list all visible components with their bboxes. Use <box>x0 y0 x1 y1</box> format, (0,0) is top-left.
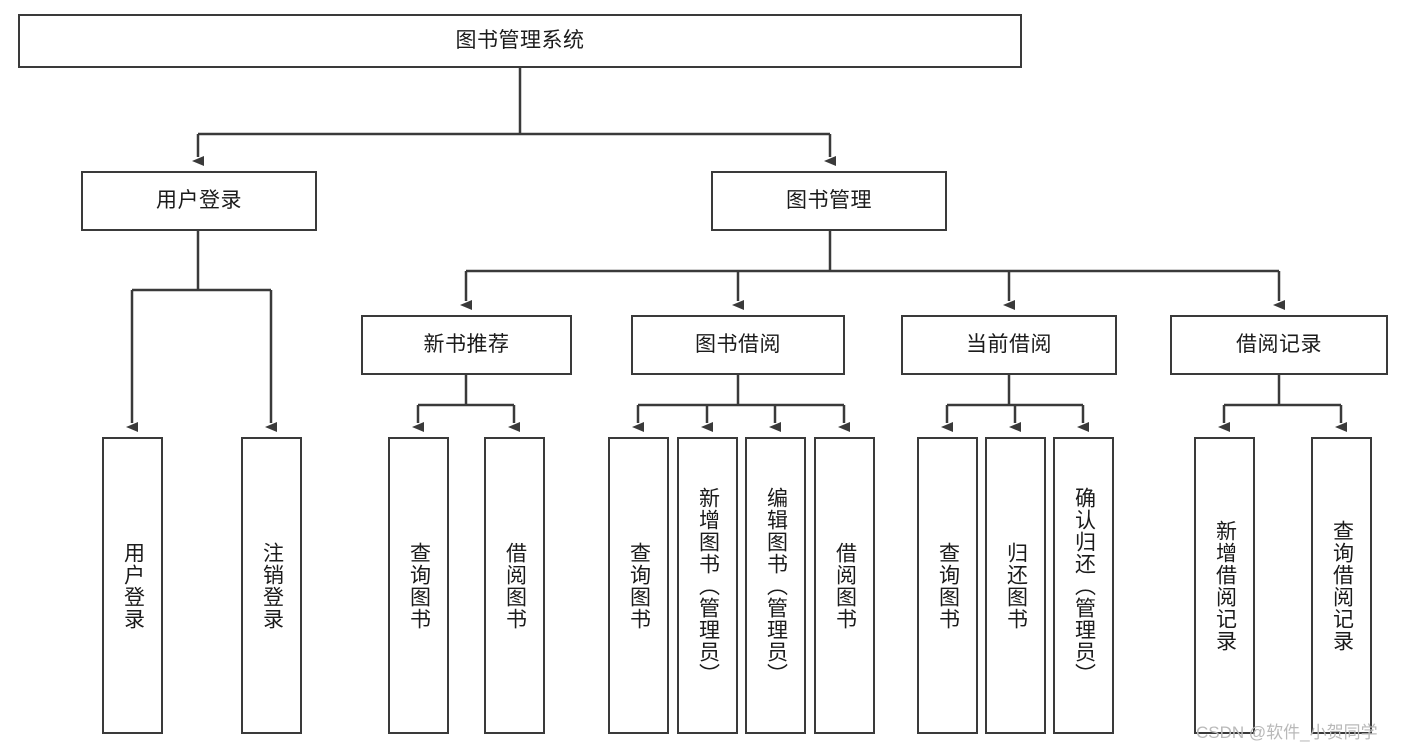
node-root[interactable]: 图书管理系统 <box>18 14 1022 68</box>
node-leaf-logout[interactable]: 注销登录 <box>241 437 302 734</box>
node-leaf-return-book[interactable]: 归还图书 <box>985 437 1046 734</box>
node-current-borrow[interactable]: 当前借阅 <box>901 315 1117 375</box>
node-leaf-return-book-label: 归还图书 <box>1004 541 1028 630</box>
node-book-manage-label: 图书管理 <box>786 188 872 212</box>
node-leaf-add-record[interactable]: 新增借阅记录 <box>1194 437 1255 734</box>
node-leaf-add-record-label: 新增借阅记录 <box>1213 519 1237 652</box>
node-leaf-add-book-label: 新增图书（管理员） <box>696 486 720 685</box>
node-book-borrow-label: 图书借阅 <box>695 332 781 356</box>
node-leaf-confirm-return[interactable]: 确认归还（管理员） <box>1053 437 1114 734</box>
node-leaf-borrow-book-label: 借阅图书 <box>833 541 857 630</box>
node-leaf-query-record-label: 查询借阅记录 <box>1330 519 1354 652</box>
node-new-book-rec-label: 新书推荐 <box>423 332 510 356</box>
csdn-watermark: CSDN @软件_小贺同学 <box>1196 723 1378 742</box>
node-book-manage[interactable]: 图书管理 <box>711 171 947 231</box>
node-leaf-query-book-borrow[interactable]: 查询图书 <box>608 437 669 734</box>
node-leaf-add-book[interactable]: 新增图书（管理员） <box>677 437 738 734</box>
node-leaf-query-record[interactable]: 查询借阅记录 <box>1311 437 1372 734</box>
node-book-borrow[interactable]: 图书借阅 <box>631 315 845 375</box>
node-user-login-label: 用户登录 <box>156 188 242 212</box>
node-leaf-query-book-rec-label: 查询图书 <box>407 541 431 630</box>
node-leaf-logout-label: 注销登录 <box>260 541 284 630</box>
node-leaf-user-login[interactable]: 用户登录 <box>102 437 163 734</box>
node-new-book-rec[interactable]: 新书推荐 <box>361 315 572 375</box>
node-leaf-user-login-label: 用户登录 <box>121 541 145 630</box>
node-borrow-record-label: 借阅记录 <box>1236 332 1322 356</box>
node-leaf-query-book-cur-label: 查询图书 <box>936 541 960 630</box>
node-leaf-borrow-book-rec-label: 借阅图书 <box>503 541 527 630</box>
node-leaf-edit-book-label: 编辑图书（管理员） <box>764 486 788 685</box>
node-leaf-query-book-borrow-label: 查询图书 <box>627 541 651 630</box>
node-user-login[interactable]: 用户登录 <box>81 171 317 231</box>
node-leaf-edit-book[interactable]: 编辑图书（管理员） <box>745 437 806 734</box>
node-current-borrow-label: 当前借阅 <box>966 332 1052 356</box>
node-leaf-borrow-book[interactable]: 借阅图书 <box>814 437 875 734</box>
node-leaf-query-book-rec[interactable]: 查询图书 <box>388 437 449 734</box>
node-root-label: 图书管理系统 <box>455 28 585 52</box>
node-leaf-confirm-return-label: 确认归还（管理员） <box>1072 486 1096 685</box>
node-leaf-borrow-book-rec[interactable]: 借阅图书 <box>484 437 545 734</box>
node-leaf-query-book-cur[interactable]: 查询图书 <box>917 437 978 734</box>
node-borrow-record[interactable]: 借阅记录 <box>1170 315 1388 375</box>
